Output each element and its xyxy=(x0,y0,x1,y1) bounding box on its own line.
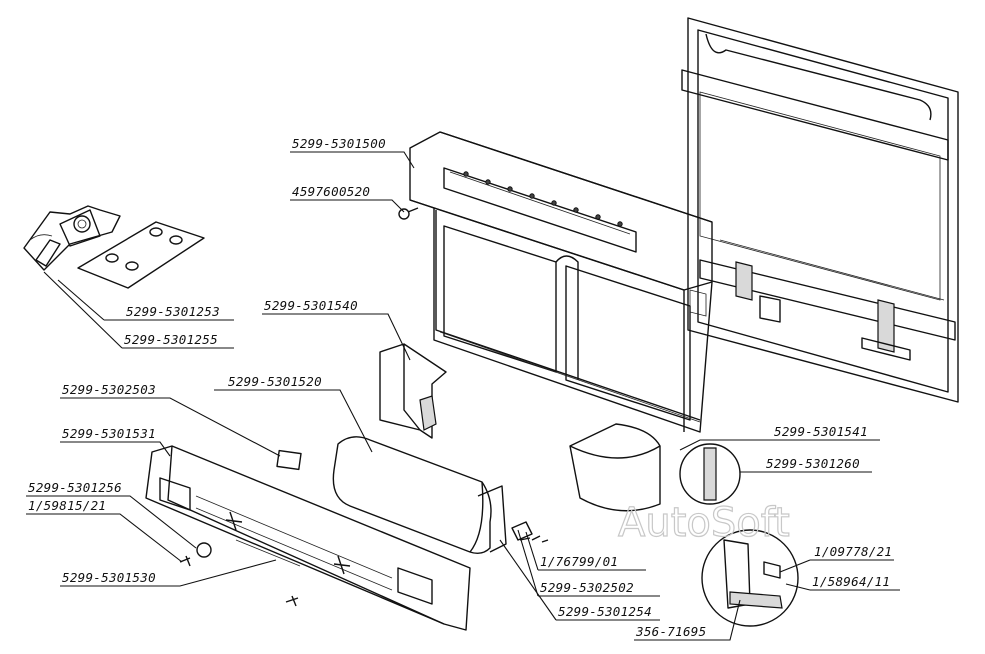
label-5299-5301256: 5299-5301256 xyxy=(28,480,122,495)
bottom-bumper xyxy=(145,445,471,631)
label-5299-5301253: 5299-5301253 xyxy=(126,304,220,319)
label-1-09778-21: 1/09778/21 xyxy=(814,544,892,559)
watermark: AutoSoft xyxy=(618,500,790,546)
label-4597600520: 4597600520 xyxy=(292,184,370,199)
hinge-assembly xyxy=(23,205,121,271)
label-5299-5301541: 5299-5301541 xyxy=(774,424,868,439)
label-5299-5301531: 5299-5301531 xyxy=(62,426,156,441)
fastener-group xyxy=(511,521,549,543)
leader-lines xyxy=(26,151,900,641)
main-door-panel xyxy=(409,131,713,433)
label-5299-5301255: 5299-5301255 xyxy=(124,332,218,347)
label-5299-5301260: 5299-5301260 xyxy=(766,456,860,471)
label-356-71695: 356-71695 xyxy=(635,624,706,639)
hinge-plate xyxy=(77,221,205,289)
screw-bottom-part xyxy=(285,595,299,607)
detail-circle-upper xyxy=(679,443,741,505)
label-5299-5301530: 5299-5301530 xyxy=(62,570,156,585)
label-5299-5301254: 5299-5301254 xyxy=(558,604,652,619)
label-5299-5302502: 5299-5302502 xyxy=(540,580,634,595)
small-block-part xyxy=(276,449,302,471)
bolt-part xyxy=(398,207,419,220)
detail-circle-lower xyxy=(701,529,799,627)
cover-part-5301541 xyxy=(569,423,661,512)
label-1-59815-21: 1/59815/21 xyxy=(28,498,106,513)
rear-door-frame xyxy=(681,17,959,403)
cover-panel xyxy=(332,436,507,555)
label-5299-5301500: 5299-5301500 xyxy=(292,136,386,151)
label-5299-5301520: 5299-5301520 xyxy=(228,374,322,389)
washer-part xyxy=(196,542,212,558)
part-labels: 5299-5301500 4597600520 5299-5301253 529… xyxy=(28,136,892,639)
panel-rivets xyxy=(463,171,623,227)
label-5299-5301540: 5299-5301540 xyxy=(264,298,358,313)
label-5299-5302503: 5299-5302503 xyxy=(62,382,156,397)
bracket-part xyxy=(379,343,447,439)
label-1-76799-01: 1/76799/01 xyxy=(540,554,618,569)
label-1-58964-11: 1/58964/11 xyxy=(812,574,890,589)
